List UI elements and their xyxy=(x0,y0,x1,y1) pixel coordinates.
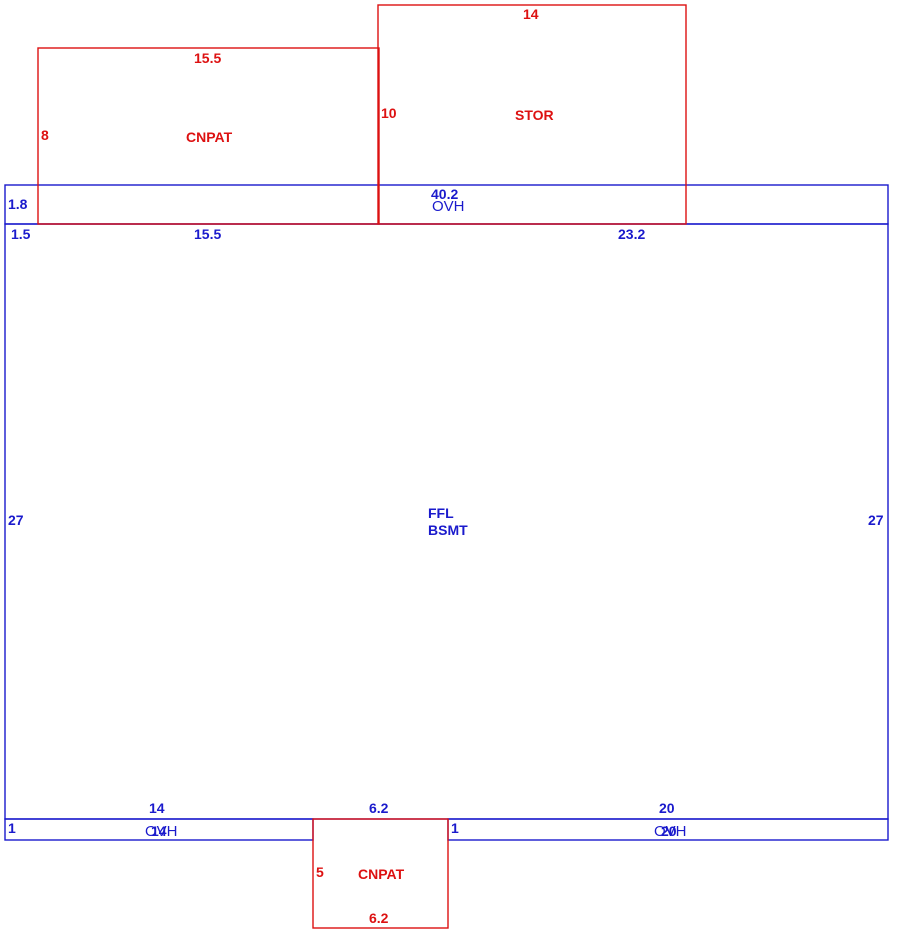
top-overhang-width-dimension: 40.2 xyxy=(431,186,458,202)
top-overhang-label: OVH xyxy=(432,198,465,215)
bottom-cnpat-label: CNPAT xyxy=(358,866,405,882)
stor-width-dimension: 14 xyxy=(523,6,539,22)
bottom-cnpat-depth-dimension: 5 xyxy=(316,864,324,880)
stor-depth-dimension: 10 xyxy=(381,105,397,121)
bottom-left-overhang-label: OVH xyxy=(145,823,178,840)
main-label-ffl: FFL xyxy=(428,505,454,521)
main-left-dimension: 27 xyxy=(8,512,24,528)
bottom-cnpat-width-dimension: 6.2 xyxy=(369,910,389,926)
main-top-segment-2-dimension: 23.2 xyxy=(618,226,645,242)
top-cnpat-label: CNPAT xyxy=(186,129,233,145)
bottom-right-overhang-width-dimension: 20 xyxy=(659,800,675,816)
bottom-cnpat-outline xyxy=(312,818,449,929)
top-cnpat-outline xyxy=(37,47,380,225)
bottom-right-overhang-label: OVH xyxy=(654,823,687,840)
stor-label: STOR xyxy=(515,107,554,123)
bottom-right-overhang-depth-dimension: 1 xyxy=(451,820,459,836)
main-top-left-short-dimension: 1.5 xyxy=(11,226,31,242)
bottom-left-overhang-depth-dimension: 1 xyxy=(8,820,16,836)
top-cnpat-width-dimension: 15.5 xyxy=(194,50,221,66)
top-cnpat-depth-dimension: 8 xyxy=(41,127,49,143)
top-overhang-depth-dimension: 1.8 xyxy=(8,196,28,212)
bottom-right-overhang-width-overlap: 20 xyxy=(661,823,677,839)
stor-outline xyxy=(377,4,687,225)
bottom-gap-dimension: 6.2 xyxy=(369,800,389,816)
bottom-left-overhang-width-dimension: 14 xyxy=(149,800,165,816)
bottom-left-overhang-width-overlap: 14 xyxy=(151,823,167,839)
main-right-dimension: 27 xyxy=(868,512,884,528)
main-top-segment-1-dimension: 15.5 xyxy=(194,226,221,242)
main-label-bsmt: BSMT xyxy=(428,522,468,538)
